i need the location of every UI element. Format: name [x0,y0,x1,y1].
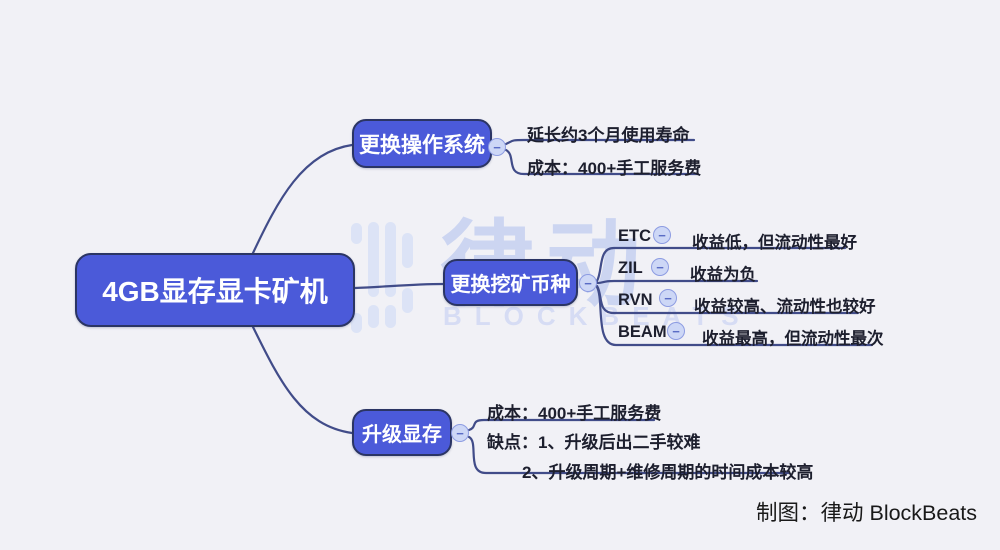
edge-os-cost [504,148,700,176]
leaf-upgrade-cons[interactable]: 缺点：1、升级后出二手较难 2、升级周期+维修周期的时间成本较高 [487,428,813,483]
coin-label-beam[interactable]: BEAM [618,323,667,341]
edge-root-coins [353,282,445,290]
edge-coin-zil [595,279,759,285]
edge-coin-etc [595,246,847,283]
collapse-button-etc[interactable]: − [653,226,671,244]
coin-label-rvn[interactable]: RVN [618,291,653,309]
edge-root-os [251,143,354,255]
collapse-button-coins[interactable]: − [579,274,597,292]
collapse-button-rvn[interactable]: − [659,289,677,307]
watermark-brand-en: BLOCKBEATS [443,301,752,331]
collapse-button-upgrade[interactable]: − [451,424,469,442]
leaf-os-cost[interactable]: 成本：400+手工服务费 [527,159,702,178]
collapse-button-beam[interactable]: − [667,322,685,340]
coin-label-etc[interactable]: ETC [618,227,651,245]
coin-desc-rvn[interactable]: 收益较高、流动性也较好 [694,298,876,316]
leaf-upgrade-cost[interactable]: 成本：400+手工服务费 [487,404,662,423]
collapse-button-zil[interactable]: − [651,258,669,276]
edge-root-upgrade [251,325,354,435]
branch-node-os[interactable]: 更换操作系统 [352,119,492,168]
edge-upgrade-cons [467,435,791,475]
leaf-upgrade-cons-line1: 缺点：1、升级后出二手较难 [487,433,701,452]
edge-coin-beam [595,285,874,347]
branch-node-upgrade[interactable]: 升级显存 [352,409,452,456]
leaf-upgrade-cons-line2: 2、升级周期+维修周期的时间成本较高 [522,463,814,482]
coin-desc-etc[interactable]: 收益低，但流动性最好 [692,234,857,252]
coin-label-zil[interactable]: ZIL [618,259,643,277]
coin-desc-beam[interactable]: 收益最高，但流动性最次 [702,330,884,348]
edge-os-lifespan [504,138,696,146]
caption: 制图：律动 BlockBeats [756,501,978,525]
blockbeats-logo-icon [351,222,413,333]
edge-upgrade-cost [467,418,656,432]
collapse-button-os[interactable]: − [488,138,506,156]
root-node[interactable]: 4GB显存显卡矿机 [75,253,355,327]
leaf-os-lifespan[interactable]: 延长约3个月使用寿命 [527,126,690,145]
coin-desc-zil[interactable]: 收益为负 [690,266,756,284]
branch-node-coins[interactable]: 更换挖矿币种 [443,259,578,306]
